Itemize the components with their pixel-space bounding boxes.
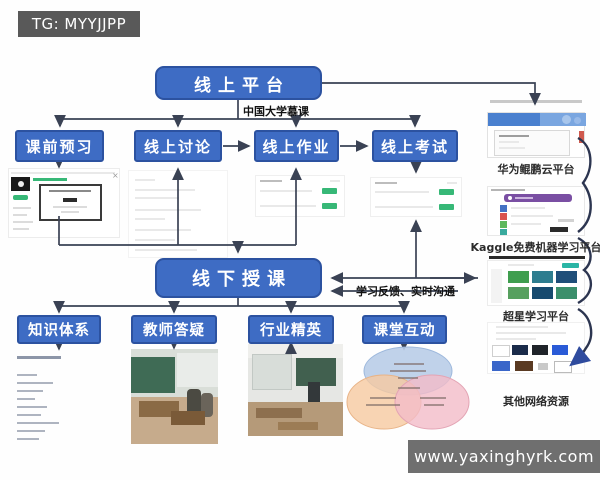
online-homework-box: 线上作业 xyxy=(254,130,339,162)
online-homework-label: 线上作业 xyxy=(262,137,331,156)
offline-teaching-label: 线下授课 xyxy=(192,269,292,290)
kaggle-platform-screenshot xyxy=(487,186,585,236)
online-discussion-label: 线上讨论 xyxy=(143,137,212,156)
industry-elite-label: 行业精英 xyxy=(260,323,322,339)
other-resources-label: 其他网络资源 xyxy=(503,395,569,408)
chaoxing-platform-label: 超星学习平台 xyxy=(503,310,569,323)
online-platform-box: 线上平台 xyxy=(155,66,322,100)
classroom-interaction-box: 课堂互动 xyxy=(362,315,447,344)
tg-watermark: TG: MYYJJPP xyxy=(18,11,140,37)
online-platform-label: 线上平台 xyxy=(194,75,290,96)
offline-teaching-box: 线下授课 xyxy=(155,258,322,298)
preclass-preview-box: 课前预习 xyxy=(15,130,104,162)
classroom-interaction-label: 课堂互动 xyxy=(373,323,436,339)
other-resources-screenshot xyxy=(487,322,585,374)
site-watermark: www.yaxinghyrk.com xyxy=(408,440,600,473)
preclass-webpage-thumbnail: × xyxy=(8,168,120,238)
knowledge-system-box: 知识体系 xyxy=(17,315,101,344)
video-player-thumb xyxy=(11,177,30,191)
mooc-note: 中国大学慕课 xyxy=(243,105,309,118)
exam-webpage-thumbnail xyxy=(370,177,462,217)
online-discussion-box: 线上讨论 xyxy=(134,130,222,162)
chaoxing-platform-screenshot xyxy=(487,260,585,306)
huawei-platform-label: 华为鲲鹏云平台 xyxy=(497,163,575,176)
classroom-interaction-venn xyxy=(346,346,470,430)
feedback-note: 学习反馈、实时沟通 xyxy=(356,285,455,298)
site-watermark-text: www.yaxinghyrk.com xyxy=(413,447,595,466)
online-exam-box: 线上考试 xyxy=(372,130,458,162)
right-chain-brace xyxy=(569,136,593,367)
close-icon: × xyxy=(112,171,119,180)
course-content-list xyxy=(15,352,93,444)
industry-elite-box: 行业精英 xyxy=(248,315,334,344)
preclass-preview-label: 课前预习 xyxy=(25,137,94,156)
teacher-qa-classroom-photo xyxy=(131,349,218,444)
section-divider xyxy=(489,256,585,259)
teacher-qa-label: 教师答疑 xyxy=(143,323,205,339)
teacher-qa-box: 教师答疑 xyxy=(131,315,217,344)
knowledge-system-label: 知识体系 xyxy=(28,323,90,339)
tg-watermark-text: TG: MYYJJPP xyxy=(31,15,127,33)
kaggle-platform-label: Kaggle免费机器学习平台 xyxy=(470,241,600,254)
industry-elite-classroom-photo xyxy=(248,344,343,436)
popup-dialog-thumb xyxy=(39,184,102,221)
huawei-platform-screenshot xyxy=(487,112,586,158)
online-exam-label: 线上考试 xyxy=(380,137,449,156)
